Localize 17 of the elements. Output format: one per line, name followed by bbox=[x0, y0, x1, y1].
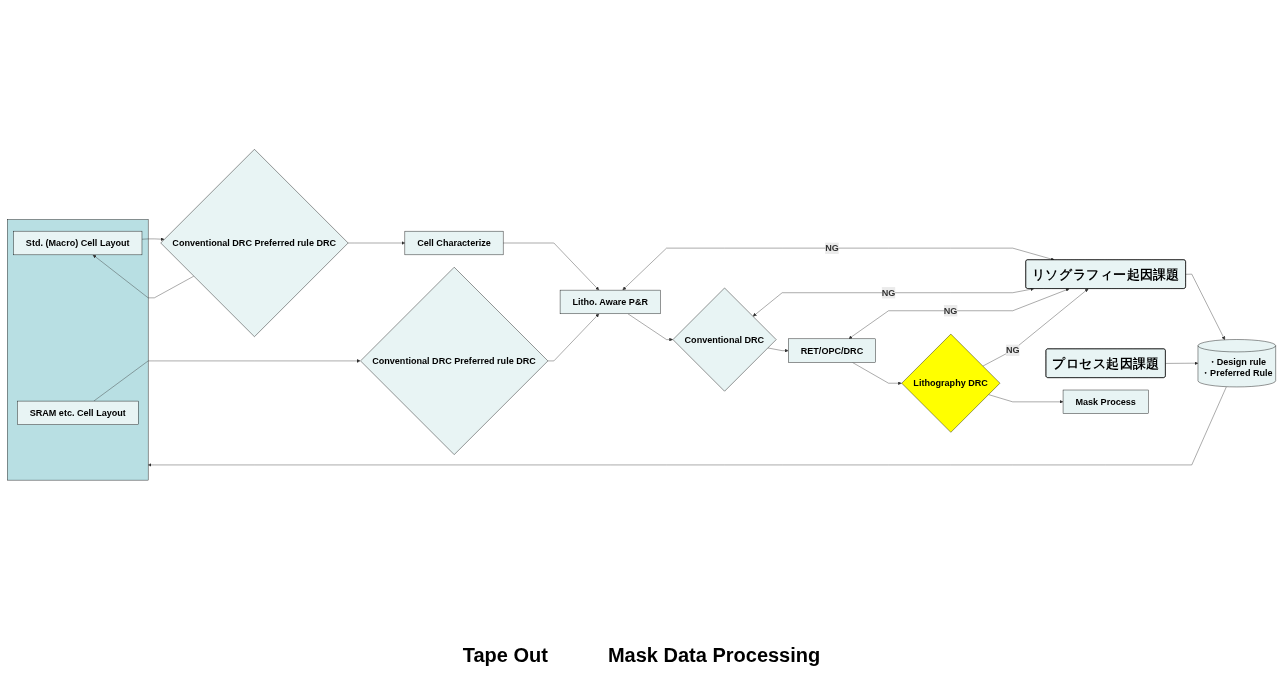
node-diamond: Lithography DRC bbox=[901, 334, 1001, 433]
edge-label: NG bbox=[1005, 345, 1020, 356]
node-diamond: Conventional DRC Preferred rule DRC bbox=[360, 267, 549, 456]
edge-label: NG bbox=[881, 287, 896, 299]
node-box: Cell Characterize bbox=[404, 231, 504, 256]
cluster bbox=[7, 219, 149, 481]
node-box: Std. (Macro) Cell Layout bbox=[13, 231, 143, 256]
note-label: Tape Out bbox=[462, 644, 548, 667]
edge-label: NG bbox=[943, 305, 958, 317]
note-label: Mask Data Processing bbox=[607, 644, 821, 667]
node-diamond: Conventional DRC bbox=[672, 288, 777, 392]
node-box: Litho. Aware P&R bbox=[559, 290, 661, 315]
edge-label: NG bbox=[825, 243, 839, 254]
node-box: Mask Process bbox=[1062, 390, 1149, 415]
node-diamond: Conventional DRC Preferred rule DRC bbox=[160, 149, 349, 338]
node-box: SRAM etc. Cell Layout bbox=[17, 401, 139, 426]
node-box: RET/OPC/DRC bbox=[788, 338, 876, 363]
